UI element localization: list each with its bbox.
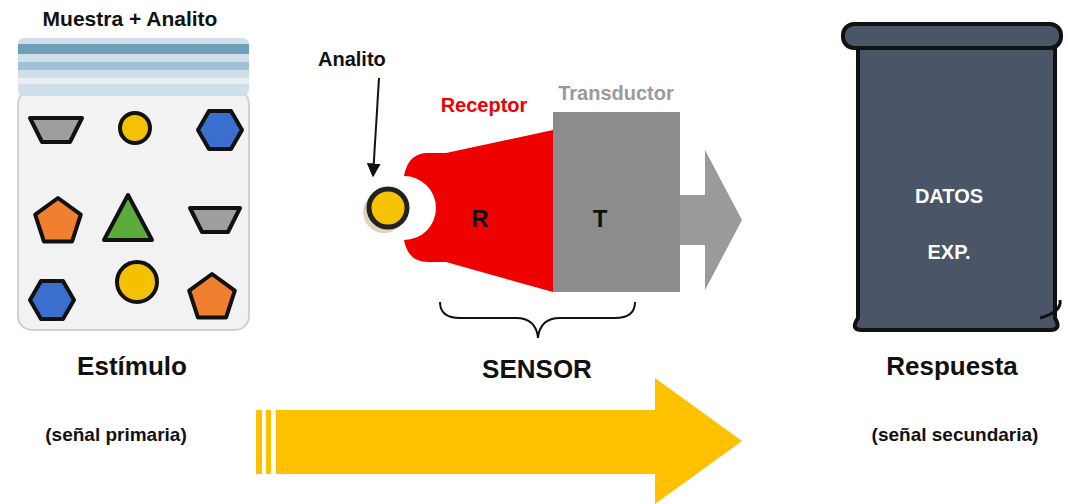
analyte-label: Analito <box>318 48 386 71</box>
transducer-heading: Transductor <box>558 82 674 105</box>
sample-jar-outline <box>5 4 263 334</box>
transducer-box-outline <box>553 82 683 294</box>
stimulus-label: Estímulo <box>77 351 187 382</box>
sensor-label: SENSOR <box>482 354 592 385</box>
leader-arrow <box>373 78 379 176</box>
stimulus-sub: (señal primaria) <box>45 424 187 446</box>
receptor-shape: ReceptorR <box>398 92 553 294</box>
brace <box>440 302 635 338</box>
data-scroll-outline <box>835 18 1067 336</box>
arrow-stripe <box>266 410 271 474</box>
transducer-box: TransductorT <box>553 82 683 294</box>
jar-heading: Muestra + Analito <box>43 7 218 31</box>
flow-arrow <box>276 378 742 504</box>
receptor-letter: R <box>471 205 488 233</box>
response-sub: (señal secundaria) <box>872 424 1039 446</box>
data-text: DATOS EXP. <box>907 168 991 280</box>
receptor-shape-outline <box>398 92 553 294</box>
response-label: Respuesta <box>886 351 1018 382</box>
transducer-letter: T <box>593 205 608 233</box>
data-scroll: DATOS EXP. <box>835 18 1067 336</box>
output-arrow <box>680 150 742 290</box>
arrow-stripe <box>256 410 262 474</box>
sample-jar: Muestra + Analito <box>5 4 263 334</box>
receptor-heading: Receptor <box>441 94 528 117</box>
analyte-circle <box>369 189 407 227</box>
